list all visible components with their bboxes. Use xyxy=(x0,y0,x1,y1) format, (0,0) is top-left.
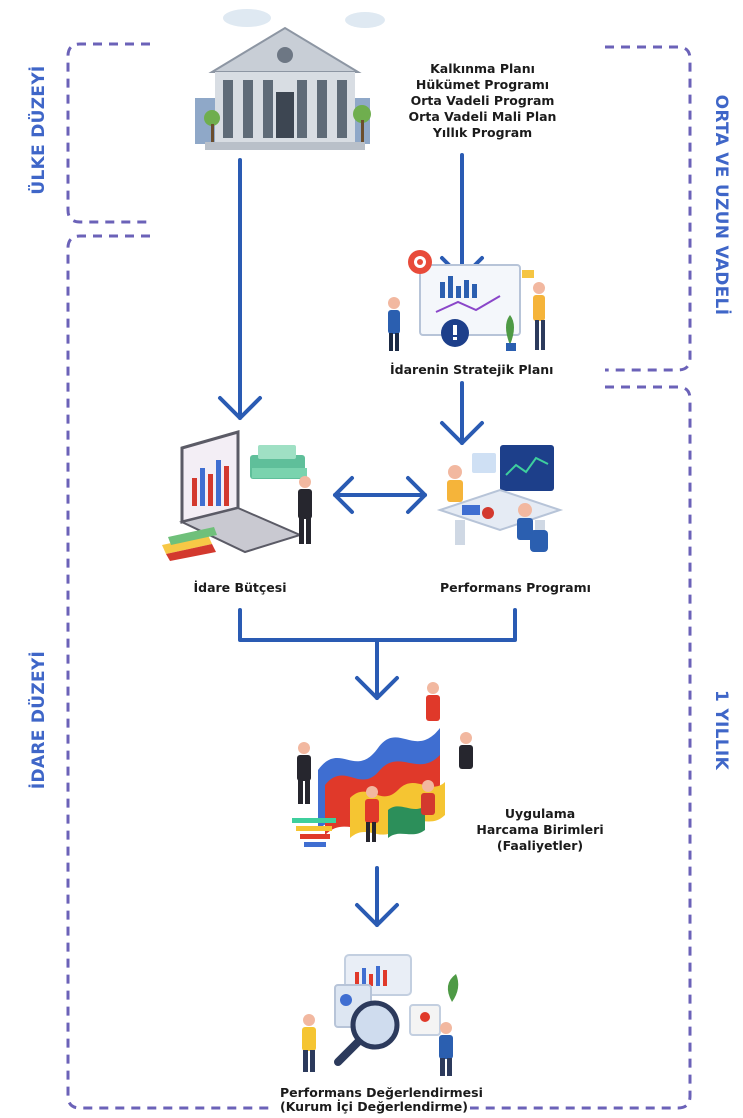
medium-long-term-label: ORTA VE UZUN VADELİ xyxy=(711,94,731,316)
evaluation-line: Performans Değerlendirmesi xyxy=(280,1085,483,1100)
implementation-line: (Faaliyetler) xyxy=(496,838,584,853)
arrow-plans-to-strategic xyxy=(440,153,484,280)
strategy-board-icon xyxy=(388,250,545,351)
document-item: Orta Vadeli Program xyxy=(410,93,555,108)
arrow-merge-to-implementation xyxy=(238,608,517,700)
arrow-building-to-budget xyxy=(218,158,262,420)
country-level-frame xyxy=(66,42,150,224)
one-year-frame xyxy=(470,385,692,1110)
evaluation-label: Performans Değerlendirmesi (Kurum İçi De… xyxy=(280,1085,483,1114)
evaluation-line: (Kurum İçi Değerlendirme) xyxy=(280,1099,468,1114)
institution-level-frame xyxy=(66,234,275,1110)
performance-meeting-icon xyxy=(436,445,564,552)
evaluation-magnifier-icon xyxy=(302,954,459,1076)
budget-label: İdare Bütçesi xyxy=(193,580,287,595)
implementation-chart-icon xyxy=(292,682,473,847)
laptop-budget-icon xyxy=(162,430,312,561)
medium-long-term-frame xyxy=(605,45,692,372)
document-item: Orta Vadeli Mali Plan xyxy=(408,109,557,124)
strategic-plan-label: İdarenin Stratejik Planı xyxy=(390,362,554,377)
government-building-icon xyxy=(195,9,385,150)
performance-program-label: Performans Programı xyxy=(440,580,591,595)
bidirectional-arrow xyxy=(333,476,427,514)
implementation-label: Uygulama Harcama Birimleri (Faaliyetler) xyxy=(470,806,610,854)
arrow-implementation-to-evaluation xyxy=(355,866,399,927)
document-item: Hükümet Programı xyxy=(415,77,550,92)
arrow-strategic-to-performance xyxy=(440,381,484,445)
institution-level-label: İDARE DÜZEYİ xyxy=(29,650,49,790)
country-level-label: ÜLKE DÜZEYİ xyxy=(29,65,49,195)
implementation-line: Uygulama xyxy=(504,806,576,821)
implementation-line: Harcama Birimleri xyxy=(476,822,604,837)
national-documents-list: Kalkınma Planı Hükümet Programı Orta Vad… xyxy=(400,61,565,141)
one-year-label: 1 YILLIK xyxy=(711,690,731,770)
document-item: Kalkınma Planı xyxy=(430,61,535,76)
document-item: Yıllık Program xyxy=(432,125,533,140)
